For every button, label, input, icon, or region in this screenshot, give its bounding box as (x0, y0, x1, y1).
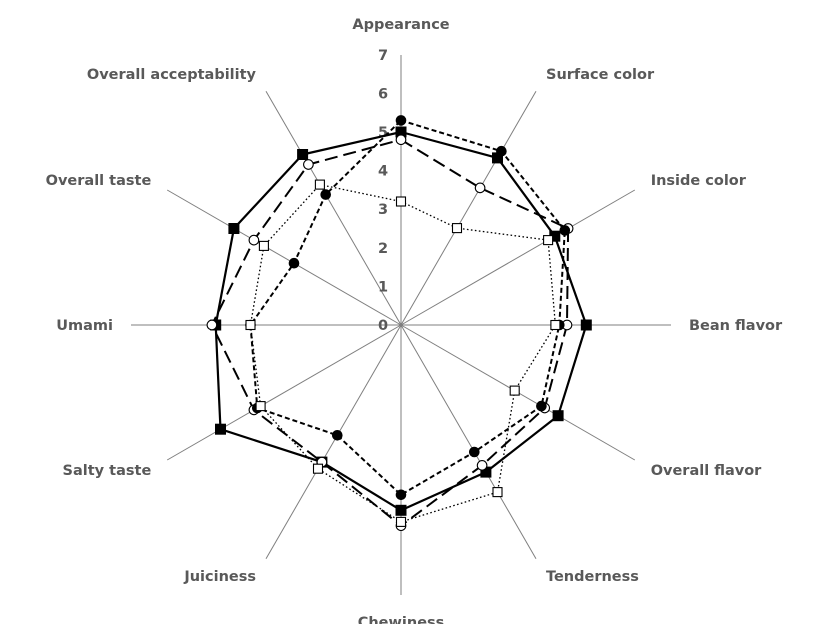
series-3-point-appearance (395, 196, 407, 207)
series-0-point-salty-taste (215, 423, 226, 435)
series-3-point-juiciness (312, 463, 324, 474)
tick-label-2: 2 (378, 241, 388, 257)
series-2-point-inside-color (559, 225, 571, 236)
spoke-surface-color (400, 90, 537, 326)
series-2-point-overall-taste (288, 257, 300, 269)
category-label-inside-color: Inside color (651, 173, 747, 189)
tick-label-6: 6 (378, 86, 388, 102)
spoke-salty-taste (166, 324, 402, 461)
series-0-point-chewiness (395, 504, 407, 516)
spoke-overall-taste (166, 189, 402, 326)
series-3-point-overall-acceptability (314, 179, 325, 190)
tick-label-1: 1 (378, 279, 388, 295)
series-1-point-surface-color (474, 182, 486, 194)
category-label-bean-flavor: Bean flavor (689, 318, 783, 334)
series-2-point-overall-acceptability (320, 189, 332, 200)
series-1-point-tenderness (476, 460, 488, 471)
category-label-chewiness: Chewiness (358, 615, 445, 624)
tick-label-0: 0 (378, 318, 388, 334)
series-3-line (249, 183, 557, 523)
series-3-point-overall-flavor (509, 385, 520, 396)
category-label-salty-taste: Salty taste (63, 463, 152, 479)
series-3-point-inside-color (543, 235, 554, 246)
series-3 (245, 179, 561, 527)
category-label-overall-flavor: Overall flavor (651, 463, 762, 479)
category-label-overall-acceptability: Overall acceptability (87, 67, 257, 83)
category-label-appearance: Appearance (352, 17, 449, 33)
series-1 (206, 134, 574, 532)
tick-label-5: 5 (378, 125, 388, 141)
series-2-point-appearance (395, 115, 407, 126)
tick-label-3: 3 (378, 202, 388, 218)
series-2-point-juiciness (332, 430, 343, 441)
series-1-point-overall-taste (248, 234, 260, 246)
series-3-point-salty-taste (255, 401, 266, 412)
series-3-point-chewiness (395, 516, 407, 527)
series-3-point-overall-taste (258, 240, 269, 251)
series-3-point-tenderness (492, 487, 503, 498)
series-1-point-overall-acceptability (303, 159, 314, 170)
category-label-umami: Umami (56, 318, 113, 334)
series-2-point-chewiness (395, 489, 407, 501)
series-1-point-appearance (395, 134, 407, 146)
series-3-point-bean-flavor (550, 319, 561, 331)
series-1-point-umami (206, 319, 218, 331)
series-3-point-surface-color (451, 223, 463, 234)
spoke-inside-color (400, 189, 636, 326)
series-2-line (249, 119, 566, 496)
series-0-point-overall-flavor (552, 410, 564, 422)
series-0-point-overall-taste (228, 223, 240, 234)
series-2-point-surface-color (496, 145, 507, 157)
tick-label-7: 7 (378, 48, 388, 64)
radial-tick-labels: 0 1 2 3 4 5 6 7 (378, 48, 388, 334)
series-2-point-tenderness (469, 446, 480, 458)
series-0-point-bean-flavor (580, 319, 592, 331)
spoke-overall-acceptability (265, 90, 402, 326)
category-label-overall-taste: Overall taste (46, 173, 152, 189)
series-3-point-umami (245, 319, 256, 331)
spoke-tenderness (400, 324, 537, 560)
series-1-line (210, 138, 570, 527)
spoke-juiciness (265, 324, 402, 560)
category-label-juiciness: Juiciness (183, 569, 256, 585)
series-2-point-overall-flavor (536, 400, 547, 412)
tick-label-4: 4 (378, 164, 388, 180)
series-0-point-overall-acceptability (297, 149, 309, 160)
category-label-tenderness: Tenderness (546, 569, 639, 585)
category-label-surface-color: Surface color (546, 67, 655, 83)
radar-series (206, 115, 592, 532)
